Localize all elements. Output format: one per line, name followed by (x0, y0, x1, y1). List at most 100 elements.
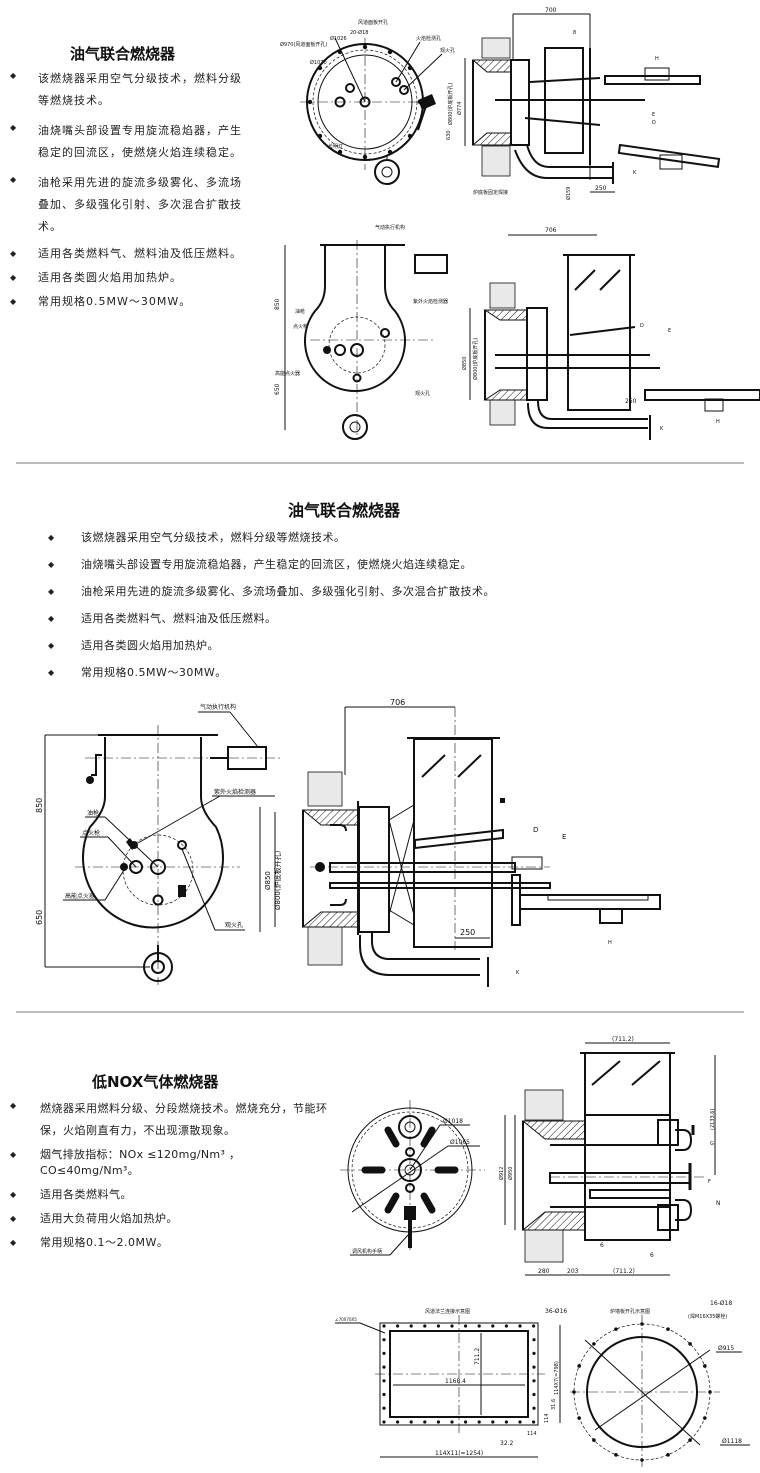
dim-d1118: Ø1118 (722, 1438, 742, 1445)
label-g: G (710, 1141, 714, 1147)
bolt-hole (640, 1458, 644, 1462)
feature-item: ◆油枪采用先进的旋流多级雾化、多流场叠加、多级强化引射、多次混合扩散技术。 (48, 585, 495, 598)
feature-item: ◆适用各类燃料气、燃料油及低压燃料。 (10, 247, 242, 260)
dim-706: 706 (390, 698, 405, 707)
label-k: K (633, 170, 637, 176)
bullet-icon: ◆ (48, 641, 55, 650)
bolt-hole (532, 1406, 536, 1410)
label-high-energy-igniter: 高能点火器 (65, 892, 95, 900)
bullet-icon: ◆ (10, 1238, 17, 1247)
dim-250: 250 (460, 928, 475, 937)
feature-item: ◆烟气排放指标：NOx ≤120mg/Nm³ ， CO≤40mg/Nm³。 (10, 1148, 241, 1177)
section-3-title: 低NOX气体燃烧器 (92, 1073, 219, 1091)
bolt-hole (491, 1324, 495, 1328)
dim-d950: Ø950 (507, 1167, 514, 1180)
flange-bolt-holes (382, 1324, 536, 1424)
label-e: E (562, 833, 566, 841)
bolt-hole (382, 1406, 386, 1410)
bolt-hole (532, 1420, 536, 1424)
label-igniter-gun: 点火枪 (82, 829, 100, 837)
label-pneumatic-actuator: 气动执行机构 (375, 224, 405, 231)
dim-711-top: (711.2) (612, 1036, 634, 1043)
bullet-icon: ◆ (48, 614, 55, 623)
bolt-hole (666, 1327, 670, 1331)
dim-d800: Ø800(炉底板开孔) (273, 850, 282, 910)
bolt-hole (666, 1453, 670, 1457)
bullet-icon: ◆ (10, 297, 17, 306)
dim-2133: (2133.6) (710, 1109, 716, 1130)
dim-d850: Ø850 (461, 357, 468, 370)
dim-711: 711.2 (474, 1348, 481, 1365)
bolt-hole (532, 1351, 536, 1355)
feature-item: ◆适用各类燃料气、燃料油及低压燃料。 (48, 612, 277, 625)
dim-d774: Ø774 (456, 102, 463, 115)
label-duct-panel-opening: 风道面板开孔 (358, 19, 388, 26)
label-h: H (655, 56, 659, 62)
gas-nozzles (361, 1126, 459, 1214)
furnace-wall-top (307, 771, 343, 807)
label-bolt-holes-36: 36-Ø16 (545, 1308, 567, 1315)
bolt-hole (572, 1390, 576, 1394)
feature-item: ◆适用各类圆火焰用加热炉。 (48, 639, 219, 652)
section-1-front-view-2-drawing: 850 650 气动执行机构 油枪 点火枪 高能点火器 紫外火焰检测器 观火孔 (274, 224, 448, 440)
dim-d912: Ø912 (498, 1167, 505, 1180)
bolt-hole (450, 1420, 454, 1424)
bolt-hole (436, 1420, 440, 1424)
feature-item: ◆适用各类圆火焰用加热炉。 (10, 271, 182, 284)
dim-114-v: 114 (544, 1413, 550, 1423)
dim-d850: Ø850 (264, 871, 272, 890)
section-1-side-view-2-drawing: 706 Ø850 Ø800(炉底板开孔) D E 250 H K (461, 227, 760, 440)
bolt-hole (532, 1365, 536, 1369)
label-sight-hole: 观火孔 (225, 921, 243, 929)
bolt-hole (464, 1420, 468, 1424)
dim-d159: Ø159 (565, 187, 572, 200)
dim-32-2: 32.2 (500, 1440, 514, 1447)
bolt-hole (382, 1392, 386, 1397)
section-3-side-view-drawing: (711.2) (2133.6) G F N 280 203 (711.2) 6… (514, 1036, 721, 1276)
bullet-icon: ◆ (10, 1101, 17, 1110)
furnace-wall-bottom (307, 926, 343, 966)
bolt-hole (592, 1342, 596, 1346)
label-d970: Ø970(风道面板开孔) (280, 41, 327, 48)
bullet-icon: ◆ (10, 273, 17, 282)
bolt-hole (382, 1338, 386, 1342)
bolt-hole (382, 1324, 386, 1328)
plate-bolt-holes (572, 1322, 712, 1462)
label-d: D (652, 120, 656, 126)
bolt-hole (382, 1365, 386, 1369)
bolt-hole (532, 1324, 536, 1328)
label-flame-detector-hole: 火焰检测孔 (416, 35, 441, 42)
label-uv-flame-detector: 紫外火焰检测器 (214, 788, 256, 796)
label-d1026: Ø1026 (330, 35, 347, 42)
bolt-hole (614, 1453, 618, 1457)
bolt-hole (409, 1420, 413, 1424)
bolt-hole (703, 1416, 707, 1420)
dim-700: 700 (545, 7, 557, 14)
dim-d1065: Ø1065 (450, 1139, 470, 1146)
section-2-title: 油气联合燃烧器 (288, 501, 401, 520)
label-pilot-light: 长明灯 (328, 143, 343, 150)
bolt-hole (491, 1420, 495, 1424)
furnace-wall-bottom (481, 145, 511, 177)
label-weld-bolts: (焊M16X35螺栓) (688, 1313, 727, 1320)
section-1-front-view-drawing: 风道面板开孔 20-Ø18 Ø1026 Ø970(风道面板开孔) Ø1070 火… (280, 19, 455, 185)
bolt-hole (396, 1420, 400, 1424)
bolt-hole (577, 1416, 581, 1420)
bolt-hole (592, 1438, 596, 1442)
feature-item: ◆油枪采用先进的旋流多级雾化、多流场叠加、多级强化引射、多次混合扩散技术。 (10, 172, 250, 238)
bolt-hole (577, 1364, 581, 1368)
feature-item: ◆适用大负荷用火焰加热炉。 (10, 1212, 178, 1225)
label-630: 630 (446, 130, 452, 140)
dim-d915: Ø915 (718, 1345, 734, 1352)
dim-6-left: 6 (600, 1242, 604, 1249)
label-k: K (516, 970, 520, 976)
dim-d1018: Ø1018 (443, 1118, 463, 1125)
dim-203: 203 (567, 1268, 579, 1275)
bolt-hole (614, 1327, 618, 1331)
dim-d800: Ø800(炉底板开孔) (447, 83, 454, 125)
bolt-hole (423, 1324, 427, 1328)
label-high-energy-igniter: 高能点火器 (275, 370, 300, 377)
bolt-hole (396, 1324, 400, 1328)
bolt-hole (409, 1324, 413, 1328)
dim-31-6: 31.6 (551, 1399, 557, 1410)
